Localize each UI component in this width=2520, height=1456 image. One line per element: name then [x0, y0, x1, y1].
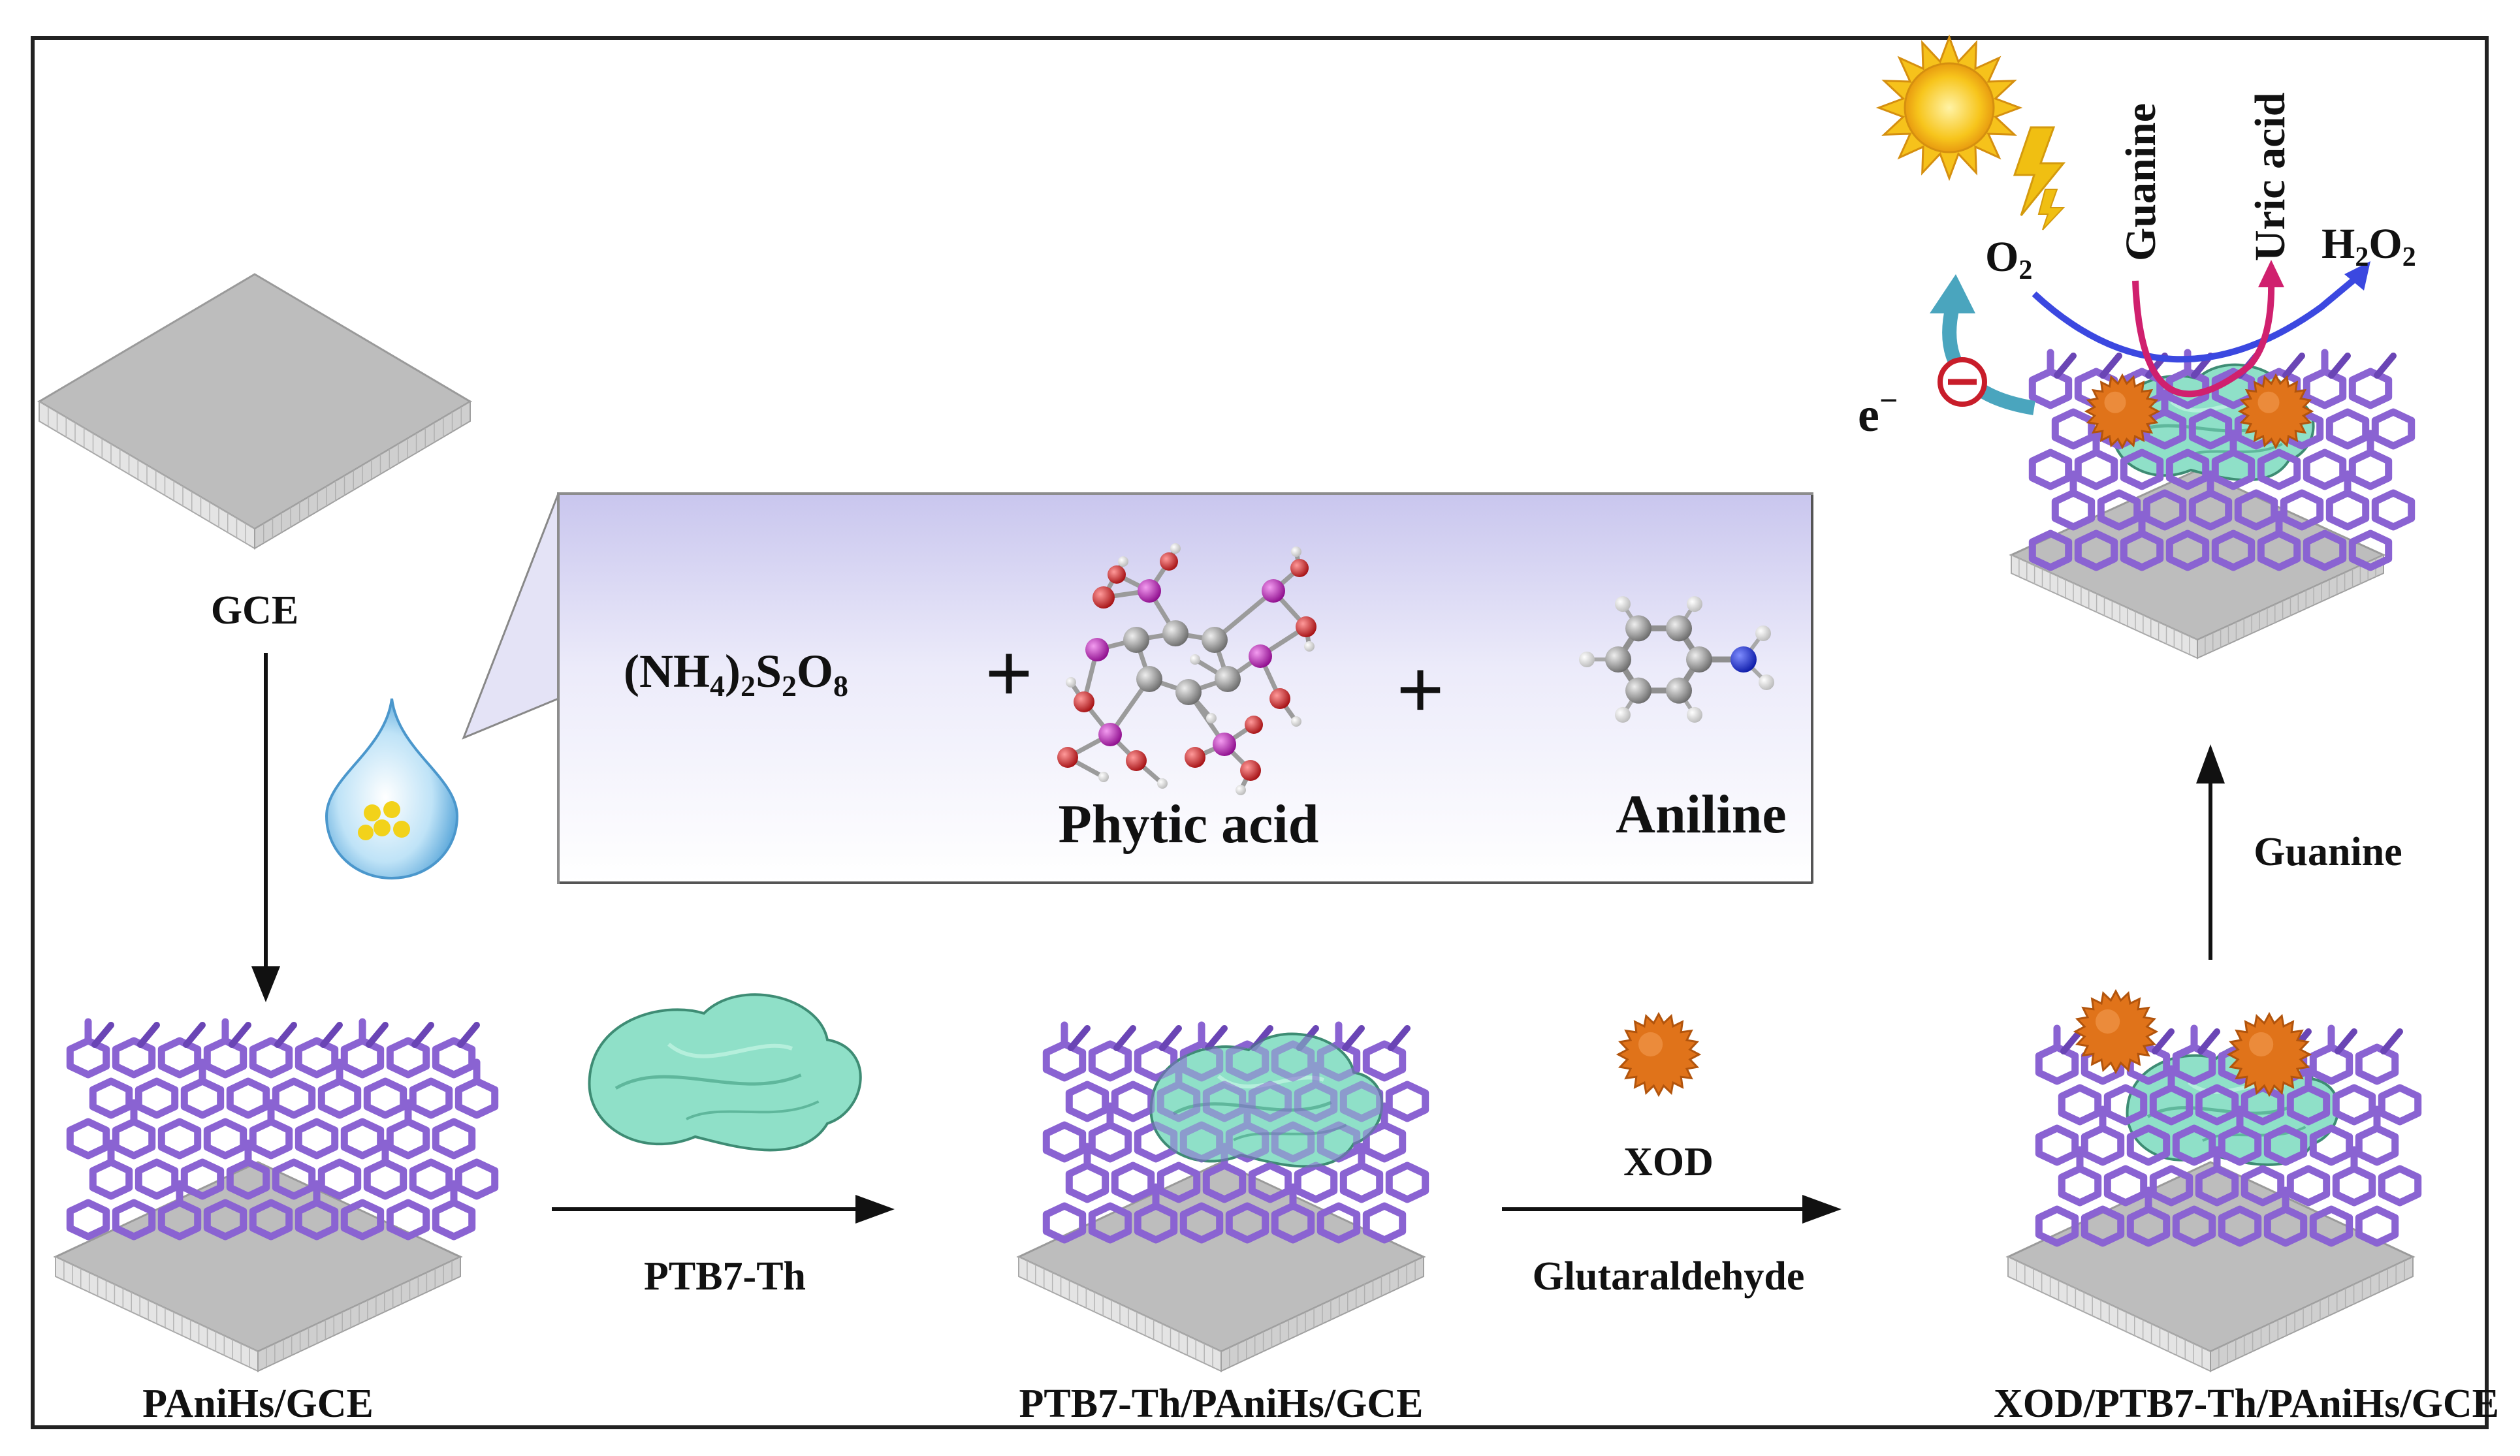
label-panihs-gce: PAniHs/GCE [142, 1382, 374, 1426]
lightning-icon [2013, 126, 2066, 230]
step-xod: XOD [1623, 1140, 1714, 1184]
label-ptb7-panihs-gce: PTB7-Th/PAniHs/GCE [1019, 1382, 1424, 1426]
xod-enzyme-2 [2226, 1011, 2312, 1098]
droplet-icon [325, 698, 459, 880]
panihs-network [66, 1018, 499, 1241]
xod-enzyme-product-1 [2084, 373, 2161, 450]
ptb7-th-polymer-sample [588, 993, 862, 1152]
ptb7-overlay-1 [1149, 1032, 1384, 1168]
callout-pointer [462, 493, 560, 740]
reaction-arrows [1930, 260, 2370, 415]
label-gce: GCE [211, 588, 298, 633]
label-electron: e− [1858, 382, 1898, 442]
inhibit-icon [1938, 357, 1987, 407]
label-uric-acid-vertical: Uric acid [2246, 93, 2294, 261]
xod-enzyme-sample [1616, 1011, 1702, 1098]
polymer-overlay [1149, 1032, 1384, 1168]
network-layer [66, 349, 2422, 1247]
blue-arc-arrow [2032, 272, 2363, 363]
step-ptb7-th: PTB7-Th [644, 1254, 806, 1299]
step-glutaraldehyde: Glutaraldehyde [1533, 1254, 1805, 1299]
phytic-acid-molecule [1057, 543, 1316, 795]
plus-sign-1: + [985, 627, 1033, 721]
label-xod-ptb7-panihs-gce: XOD/PTB7-Th/PAniHs/GCE [1994, 1382, 2499, 1426]
label-h2o2: H2O2 [2321, 220, 2416, 272]
label-o2: O2 [1985, 233, 2032, 285]
label-phytic-acid: Phytic acid [1059, 794, 1319, 855]
aniline-molecule [1579, 596, 1774, 723]
enzyme-layer [1616, 373, 2314, 1098]
plus-sign-2: + [1396, 643, 1444, 737]
xod-enzyme-product-2 [2237, 373, 2314, 450]
sun-icon [1875, 34, 2023, 182]
ptb7-panihs-network [1042, 1021, 1429, 1244]
xod-enzyme-1 [2073, 989, 2159, 1075]
gce-electrode [37, 273, 472, 550]
label-guanine-vertical: Guanine [2117, 103, 2165, 261]
label-aniline: Aniline [1616, 784, 1786, 845]
step-guanine: Guanine [2254, 830, 2402, 874]
magenta-arc-arrow [2132, 280, 2275, 398]
panihs-substrate [53, 1161, 463, 1372]
xod-panihs-network [2035, 1024, 2422, 1247]
process-arrows [251, 653, 2225, 1224]
figure-frame [31, 36, 2489, 1429]
aps-formula: (NH4)2S2O8 [624, 645, 848, 703]
